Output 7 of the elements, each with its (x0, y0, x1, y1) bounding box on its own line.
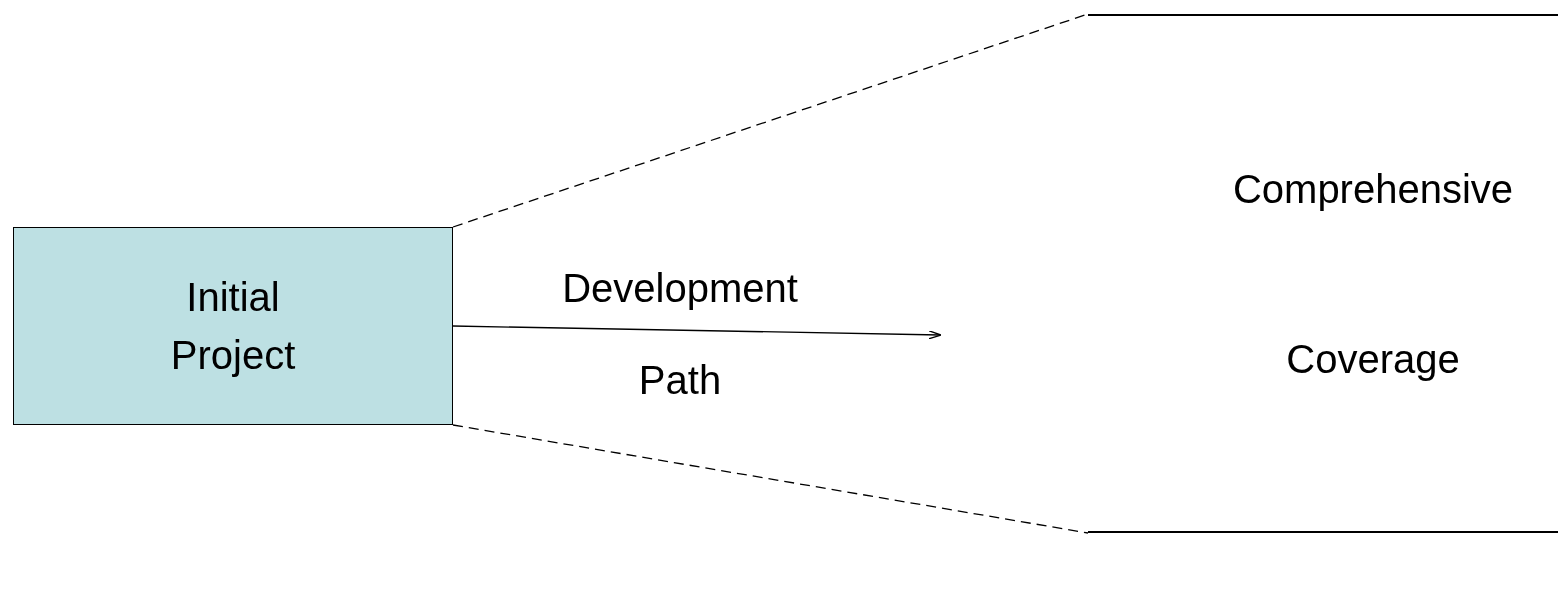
dashed-line (452, 424, 1089, 534)
node-label: Initial Project (169, 274, 297, 379)
coverage-region (1088, 14, 1558, 533)
node-label: Comprehensive Coverage (1231, 165, 1515, 383)
process-box (13, 227, 453, 425)
edge-label: Development Path (561, 265, 799, 404)
arrow (452, 325, 942, 340)
